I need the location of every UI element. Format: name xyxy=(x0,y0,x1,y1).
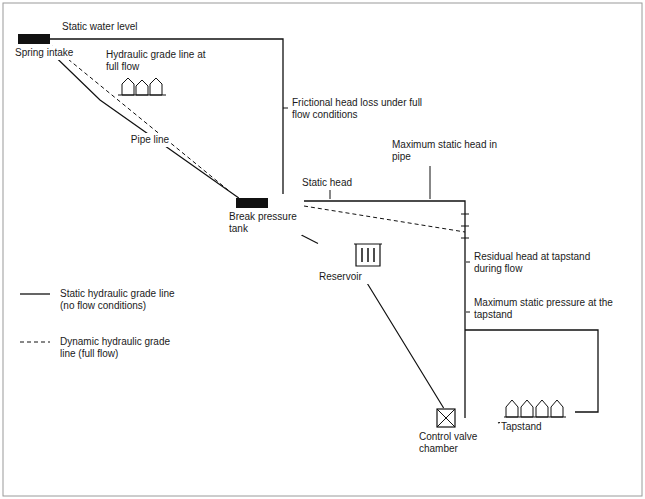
legend-sample xyxy=(18,288,52,300)
node-label: Tapstand xyxy=(500,420,572,434)
leader-line xyxy=(430,166,431,199)
legend-entry: Dynamic hydraulic grade line (full flow) xyxy=(18,336,180,359)
tank-node: Reservoir xyxy=(318,240,390,284)
frame xyxy=(3,3,642,496)
symbol-svg xyxy=(354,240,382,268)
pipe-connector xyxy=(58,60,239,199)
leader-line xyxy=(466,262,470,263)
valve-cross xyxy=(437,409,455,427)
node-label: Control valve chamber xyxy=(418,430,498,455)
dynamic-grade-line xyxy=(52,46,228,190)
node-symbol xyxy=(436,408,456,428)
static-grade-line xyxy=(304,201,465,418)
symbol-svg xyxy=(436,408,456,428)
note-label: Maximum static head in pipe xyxy=(390,138,504,163)
node-label: Reservoir xyxy=(318,270,390,284)
note-label: Static head xyxy=(300,176,354,190)
valve-node: Control valve chamber xyxy=(418,408,498,455)
node-symbol xyxy=(18,34,50,44)
houses-node: Tapstand xyxy=(500,396,572,434)
leader-line xyxy=(283,108,288,109)
legend-text: Static hydraulic grade line (no flow con… xyxy=(60,288,180,311)
legend-line xyxy=(20,293,50,294)
legend-text: Dynamic hydraulic grade line (full flow) xyxy=(60,336,180,359)
pipe-label: Pipe line xyxy=(129,133,171,147)
tank-block: Break pressure tank xyxy=(228,198,302,235)
houses-icon xyxy=(504,400,566,417)
leader-line xyxy=(330,190,331,199)
node-label: Spring intake xyxy=(14,46,76,60)
legend-line xyxy=(20,342,50,343)
houses-icon xyxy=(118,78,166,95)
static-grade-line xyxy=(50,39,283,194)
valve-box xyxy=(437,409,455,427)
tank-baffle xyxy=(361,248,363,262)
tank-baffle xyxy=(367,248,369,262)
tank-outline xyxy=(356,244,380,266)
symbol-svg xyxy=(504,396,566,418)
legend-entry: Static hydraulic grade line (no flow con… xyxy=(18,288,180,311)
tick-marks xyxy=(461,214,469,238)
note-label: Frictional head loss under full flow con… xyxy=(290,96,444,121)
tank-block: Spring intake xyxy=(14,34,76,60)
dynamic-grade-line xyxy=(304,206,465,232)
note-label: Residual head at tapstand during flow xyxy=(472,250,616,275)
node-symbol xyxy=(236,198,268,208)
leader-line xyxy=(466,312,470,313)
pipe-connector xyxy=(301,235,318,243)
pipe-connector xyxy=(367,284,443,409)
tank-baffle xyxy=(373,248,375,262)
legend-sample xyxy=(18,336,52,348)
node-symbol xyxy=(504,396,566,418)
note-label: Maximum static pressure at the tapstand xyxy=(472,296,626,321)
static-grade-line xyxy=(465,330,598,412)
tank-lid xyxy=(354,244,382,245)
node-label: Break pressure tank xyxy=(228,210,302,235)
note-label: Hydraulic grade line at full flow xyxy=(104,48,218,73)
node-symbol xyxy=(354,240,382,268)
note-label: Static water level xyxy=(60,20,140,34)
